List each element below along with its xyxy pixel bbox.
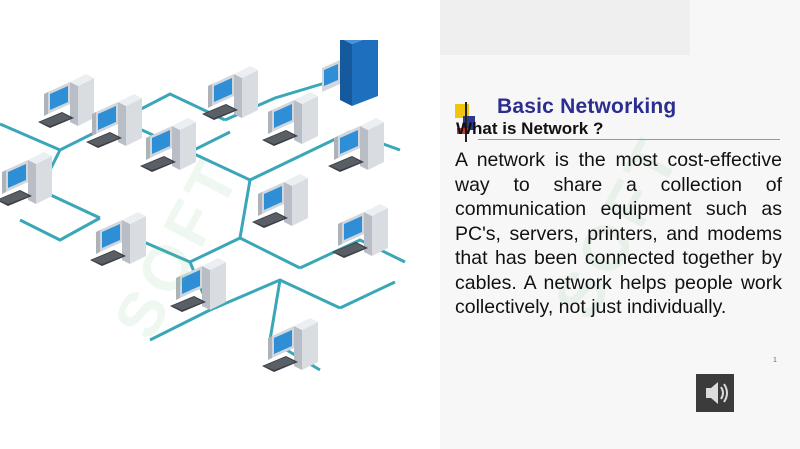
title-divider [478,139,780,140]
speaker-icon [696,374,734,412]
computer-icon [86,94,142,148]
slide-title: Basic Networking [497,95,677,118]
slide-right-panel [440,0,800,449]
computer-icon [262,318,318,372]
computer-icon [328,118,384,172]
page-number: 1 [773,357,777,364]
audio-play-button[interactable] [696,374,734,412]
computer-nodes [0,66,388,372]
slide-top-strip [440,0,690,55]
computer-icon [140,118,196,172]
computer-icon [332,204,388,258]
slide-subtitle: What is Network ? [456,119,604,138]
network-illustration [0,40,406,372]
server-icon [322,40,378,106]
computer-icon [0,152,52,206]
computer-icon [252,174,308,228]
computer-icon [170,258,226,312]
computer-icon [38,74,94,128]
title-bullet-mark [455,102,475,144]
slide-body-text: A network is the most cost-effective way… [455,149,782,318]
computer-icon [202,66,258,120]
